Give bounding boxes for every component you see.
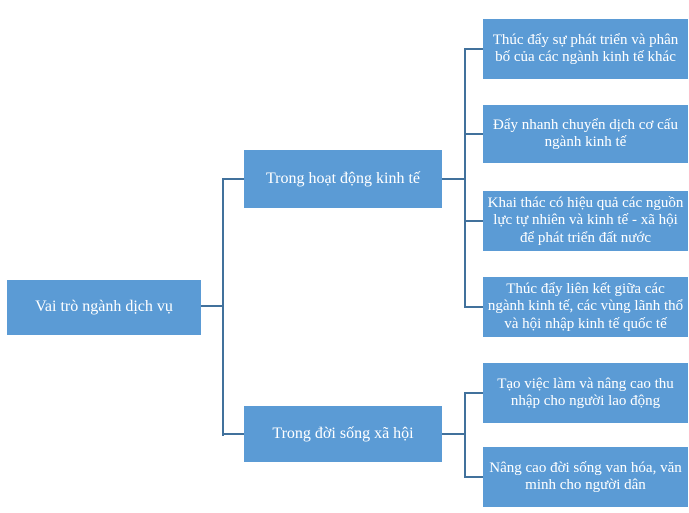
connector-to-branch-economic	[222, 178, 244, 180]
leaf-node-sector-linkage: Thúc đẩy liên kết giữa các ngành kinh tế…	[483, 277, 688, 337]
root-node-service-role: Vai trò ngành dịch vụ	[7, 280, 201, 335]
connector-to-leaf-1	[464, 48, 483, 50]
leaf-node-structural-shift: Đẩy nhanh chuyển dịch cơ cấu ngành kinh …	[483, 105, 688, 163]
connector-to-branch-social	[222, 433, 244, 435]
leaf-node-development-distribution: Thúc đẩy sự phát triển và phân bố của cá…	[483, 19, 688, 79]
connector-to-leaf-5	[464, 392, 483, 394]
connector-to-leaf-3	[464, 220, 483, 222]
branch-node-social-life: Trong đời sống xã hội	[244, 406, 442, 462]
branch-node-economic-activity: Trong hoạt động kinh tế	[244, 150, 442, 208]
leaf-node-cultural-life: Nâng cao đời sống van hóa, văn minh cho …	[483, 447, 688, 507]
connector-right-bracket-economic	[464, 48, 466, 308]
connector-to-leaf-2	[464, 133, 483, 135]
connector-root-out	[201, 305, 223, 307]
leaf-node-jobs-income: Tạo việc làm và nâng cao thu nhập cho ng…	[483, 363, 688, 423]
connector-branch-economic-out	[442, 178, 466, 180]
leaf-node-resource-exploitation: Khai thác có hiệu quả các nguồn lực tự n…	[483, 191, 688, 251]
connector-to-leaf-4	[464, 306, 483, 308]
connector-branch-social-out	[442, 433, 466, 435]
connector-to-leaf-6	[464, 476, 483, 478]
connector-left-bracket	[222, 178, 224, 436]
connector-right-bracket-social	[464, 392, 466, 478]
